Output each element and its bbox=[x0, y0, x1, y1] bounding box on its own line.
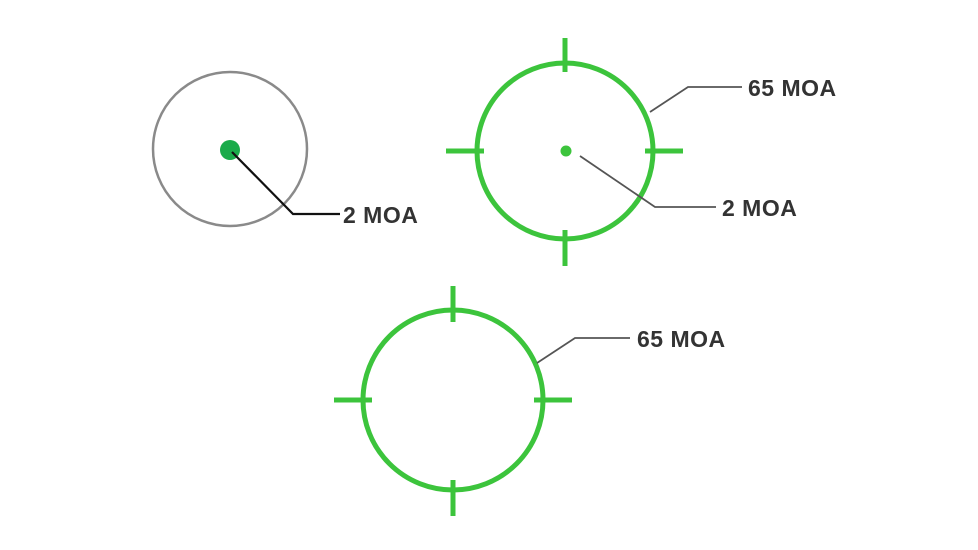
leader-line bbox=[231, 151, 340, 216]
ring-size-label: 65 MOA bbox=[748, 75, 837, 101]
reticle-ring bbox=[360, 307, 546, 493]
center-dot bbox=[560, 145, 572, 157]
dot-size-label: 2 MOA bbox=[343, 202, 418, 228]
dot-leader-line bbox=[579, 155, 716, 208]
ring-size-label: 65 MOA bbox=[637, 326, 726, 352]
circle-reticle: 65 MOA bbox=[334, 286, 726, 516]
ring-leader-line bbox=[536, 337, 630, 364]
dot-reticle: 2 MOA bbox=[151, 70, 418, 228]
ring-leader-line bbox=[649, 86, 742, 113]
sight-window-ring bbox=[151, 70, 309, 228]
dot-size-label: 2 MOA bbox=[722, 195, 797, 221]
circle-dot-reticle: 65 MOA 2 MOA bbox=[446, 38, 837, 266]
